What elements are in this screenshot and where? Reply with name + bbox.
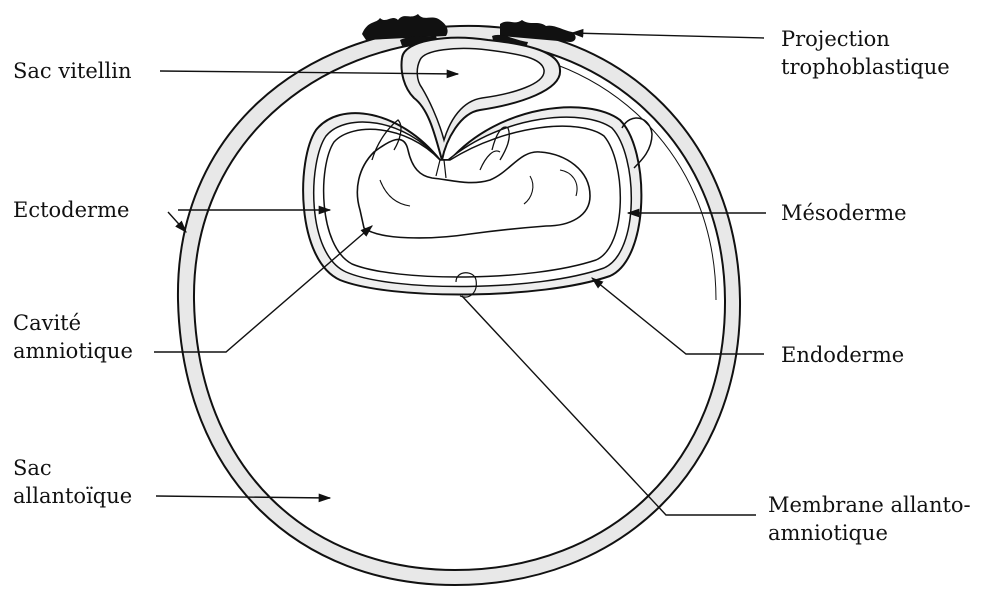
label-sac-vitellin: Sac vitellin [13, 59, 131, 83]
label-membrane-line2: amniotique [768, 521, 888, 545]
label-ectoderme: Ectoderme [13, 198, 129, 222]
label-projection-line2: trophoblastique [781, 55, 950, 79]
label-sac-allantoique-line2: allantoïque [13, 484, 132, 508]
label-projection-line1: Projection [781, 27, 890, 51]
label-mesoderme: Mésoderme [781, 201, 907, 225]
label-sac-allantoique-line1: Sac [13, 456, 52, 480]
label-cavite-line1: Cavité [13, 311, 81, 335]
label-cavite-line2: amniotique [13, 339, 133, 363]
pointer-ectoderme-b [168, 212, 186, 232]
label-membrane-line1: Membrane allanto- [768, 493, 971, 517]
pointer-projection [572, 33, 764, 38]
label-endoderme: Endoderme [781, 343, 904, 367]
